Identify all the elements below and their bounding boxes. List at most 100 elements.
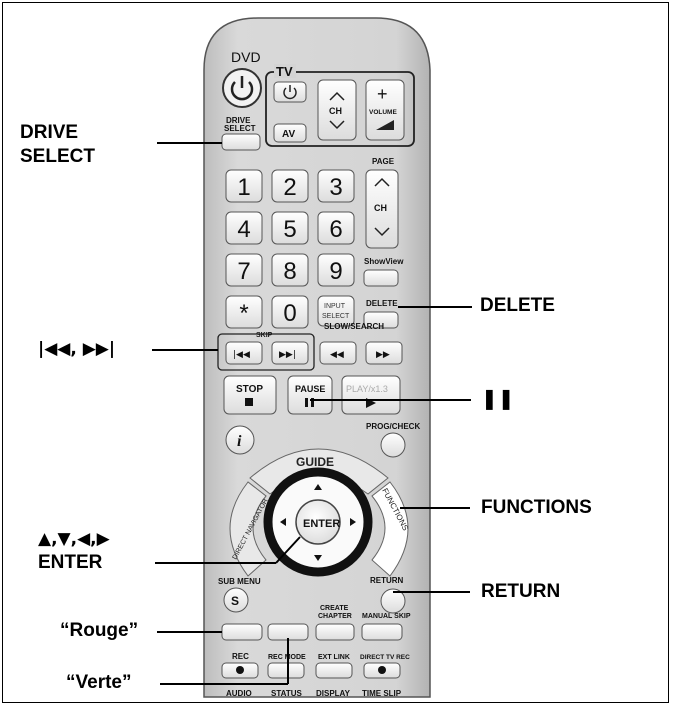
rewind-icon: ◀◀ (330, 350, 344, 360)
slow-back-button[interactable] (319, 341, 357, 365)
key-1-button[interactable] (225, 169, 263, 203)
volume-rocker[interactable] (365, 79, 405, 141)
red-button[interactable] (221, 623, 263, 641)
input-select-button[interactable] (317, 295, 355, 327)
down-arrow-icon (314, 555, 322, 561)
rec-label: REC (232, 652, 249, 661)
create-chapter-button[interactable] (315, 623, 355, 641)
guide-label: GUIDE (296, 455, 334, 469)
enter-label: ENTER (303, 518, 340, 530)
drive-select-button[interactable] (221, 133, 261, 151)
key-star-button[interactable] (225, 295, 263, 329)
play-label: PLAY/x1.3 (346, 384, 388, 394)
rec-mode-button[interactable] (267, 662, 305, 679)
tv-ch-label: CH (329, 106, 342, 116)
page-up-icon (374, 177, 390, 187)
direct-tv-rec-icon (378, 666, 386, 674)
skip-label: SKIP (256, 332, 273, 339)
key-6-button[interactable] (317, 211, 355, 245)
volume-label: VOLUME (369, 109, 397, 116)
key-9-button[interactable] (317, 253, 355, 287)
skip-forward-icon: ▶▶| (279, 350, 296, 360)
input-label: INPUT (324, 303, 346, 310)
status-label: STATUS (271, 689, 302, 698)
drive-select-label-2: SELECT (224, 124, 256, 133)
slow-forward-button[interactable] (365, 341, 403, 365)
callout-drive-select-line1: DRIVE (20, 122, 79, 143)
callout-enter: ENTER (38, 552, 103, 573)
callout-return: RETURN (481, 581, 561, 602)
display-label: DISPLAY (316, 689, 351, 698)
tv-box (265, 71, 415, 147)
manual-skip-button[interactable] (361, 623, 403, 641)
callout-pause: ❚❚ (481, 386, 515, 410)
stop-icon (245, 398, 253, 406)
audio-label: AUDIO (226, 689, 252, 698)
info-button[interactable] (225, 425, 255, 455)
left-arrow-icon (280, 518, 286, 526)
power-icon (230, 76, 254, 101)
ext-link-button[interactable] (315, 662, 353, 679)
key-9-label: 9 (329, 258, 342, 285)
stop-button[interactable] (223, 375, 277, 415)
skip-forward-button[interactable] (271, 341, 309, 365)
prog-check-button[interactable] (380, 432, 406, 458)
delete-label: DELETE (366, 299, 398, 308)
enter-button[interactable] (295, 499, 341, 545)
showview-button[interactable] (363, 269, 399, 287)
right-arrow-icon (350, 518, 356, 526)
sub-menu-button[interactable] (223, 587, 249, 613)
key-5-button[interactable] (271, 211, 309, 245)
functions-arc[interactable] (371, 481, 409, 577)
key-1-label: 1 (237, 174, 250, 201)
skip-frame (217, 333, 315, 371)
key-0-label: 0 (283, 300, 296, 327)
showview-label: ShowView (364, 257, 404, 266)
key-6-label: 6 (329, 216, 342, 243)
page-ch-rocker[interactable] (365, 169, 399, 249)
play-button[interactable] (341, 375, 401, 415)
manual-skip-label: MANUAL SKIP (362, 613, 411, 620)
sub-menu-label: SUB MENU (218, 577, 261, 586)
tv-ch-rocker[interactable] (317, 79, 357, 141)
slow-search-label: SLOW/SEARCH (324, 322, 384, 331)
page-down-icon (374, 227, 390, 237)
callout-skip: |◀◀, ▶▶| (38, 339, 116, 359)
pause-button[interactable] (287, 375, 333, 415)
delete-button[interactable] (363, 311, 399, 329)
callout-drive-select-line2: SELECT (20, 146, 95, 167)
chapter-label: CHAPTER (318, 613, 352, 620)
direct-tv-rec-label: DIRECT TV REC (360, 654, 410, 661)
direct-navigator-arc[interactable] (229, 481, 267, 577)
green-button[interactable] (267, 623, 309, 641)
sub-menu-button-label: S (231, 594, 239, 608)
skip-back-button[interactable] (225, 341, 263, 365)
up-arrow-icon (314, 484, 322, 490)
key-7-button[interactable] (225, 253, 263, 287)
tv-power-icon (283, 85, 297, 100)
key-5-label: 5 (283, 216, 296, 243)
key-3-button[interactable] (317, 169, 355, 203)
fast-forward-icon: ▶▶ (376, 350, 390, 360)
tv-label: TV (276, 64, 293, 79)
key-8-button[interactable] (271, 253, 309, 287)
key-2-label: 2 (283, 174, 296, 201)
volume-minus-icon (376, 120, 394, 130)
key-0-button[interactable] (271, 295, 309, 329)
volume-plus-icon: + (377, 84, 388, 104)
callout-drive-select: DRIVE SELECT (20, 121, 95, 169)
av-button[interactable] (273, 123, 307, 143)
ext-link-label: EXT LINK (318, 654, 350, 661)
rec-icon (236, 666, 244, 674)
stop-label: STOP (236, 384, 263, 395)
pause-icon (305, 398, 314, 407)
info-label: i (237, 433, 242, 450)
return-button[interactable] (380, 588, 406, 614)
key-4-button[interactable] (225, 211, 263, 245)
key-2-button[interactable] (271, 169, 309, 203)
time-slip-label: TIME SLIP (362, 689, 402, 698)
drive-select-label: DRIVE (226, 116, 251, 125)
key-8-label: 8 (283, 258, 296, 285)
